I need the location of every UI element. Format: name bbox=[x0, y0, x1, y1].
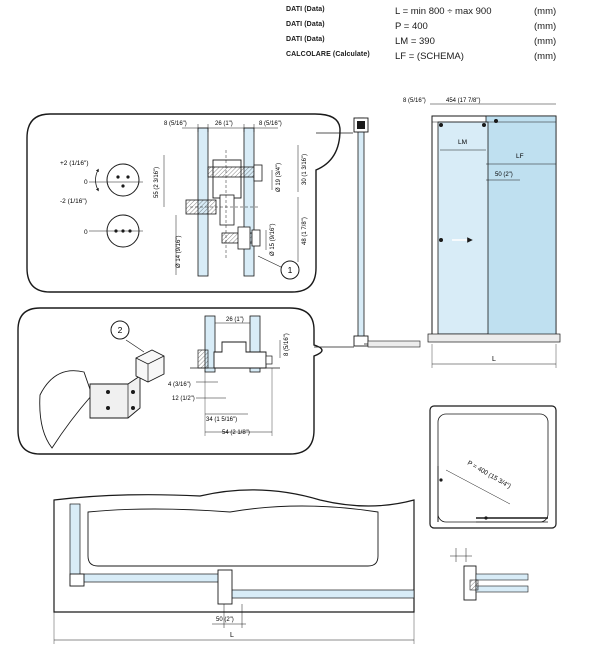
rotation-label: 0 bbox=[84, 229, 88, 236]
bracket-3d bbox=[39, 339, 165, 449]
dimension-label: 26 (1") bbox=[226, 317, 244, 323]
glass-panel bbox=[243, 127, 255, 277]
rotation-knob-upper bbox=[89, 163, 143, 197]
dimension-label: LF bbox=[516, 153, 524, 160]
rotation-label: +2 (1/16") bbox=[60, 160, 89, 167]
dimension-label: 12 (1/2") bbox=[172, 396, 195, 402]
dimension-label: P = 400 (15 3/4") bbox=[466, 460, 512, 491]
spec-unit: (mm) bbox=[534, 21, 557, 32]
callout-circle bbox=[280, 260, 300, 280]
dimension-label: LM bbox=[458, 139, 467, 146]
callout-number: 2 bbox=[118, 325, 123, 335]
glass-panel bbox=[204, 315, 216, 373]
spec-unit: (mm) bbox=[534, 51, 557, 62]
spec-unit: (mm) bbox=[534, 36, 557, 47]
spec-label: DATI (Data) bbox=[286, 21, 325, 28]
spec-label: DATI (Data) bbox=[286, 36, 325, 43]
dimension-label: 30 (1 3/16") bbox=[302, 154, 308, 185]
glass-panel bbox=[223, 589, 415, 599]
spec-formula: LM = 390 bbox=[395, 36, 435, 47]
dimension-label: Ø 19 (3/4") bbox=[276, 163, 282, 192]
dimension-label: 50 (2") bbox=[495, 172, 513, 178]
bottom-plan: 50 (2") L bbox=[53, 489, 415, 644]
dimension-label: 54 (2 1/8") bbox=[222, 430, 250, 436]
callout-number: 1 bbox=[288, 265, 293, 275]
dimension-label: 50 (2") bbox=[216, 617, 234, 623]
dimension-label: 34 (1 5/16") bbox=[206, 417, 237, 423]
detail-1-panel: +2 (1/16") 0 -2 (1/16") 0 8 (5/16") 26 (… bbox=[26, 113, 353, 293]
corner-detail bbox=[450, 548, 529, 601]
side-profile bbox=[353, 117, 421, 348]
glass-panel bbox=[79, 573, 231, 583]
spec-formula: LF = (SCHEMA) bbox=[395, 51, 464, 62]
spec-label: CALCOLARE (Calculate) bbox=[286, 51, 370, 58]
dimension-label: Ø 14 (9/16") bbox=[176, 236, 182, 268]
detail-2-frame bbox=[17, 307, 323, 455]
detail-2-panel: 2 26 (1") 8 (5/16") 4 (3/16") 12 (1/2") … bbox=[17, 307, 354, 455]
dimension-label: 48 (1 7/8") bbox=[302, 217, 308, 245]
dimension-label: 8 (5/16") bbox=[284, 333, 290, 356]
hinge-mechanism bbox=[185, 150, 263, 260]
fixed-glass-panel bbox=[485, 115, 557, 341]
plan-view: P = 400 (15 3/4") bbox=[429, 405, 557, 529]
spec-formula: P = 400 bbox=[395, 21, 428, 32]
callout-circle bbox=[110, 320, 130, 340]
dimension-label: L bbox=[230, 632, 234, 639]
detail-1-frame bbox=[26, 113, 341, 293]
dimension-label: 26 (1") bbox=[215, 121, 233, 127]
dimension-label: 4 (3/16") bbox=[168, 382, 191, 388]
rotation-label: -2 (1/16") bbox=[60, 198, 87, 205]
dimension-label: 8 (5/16") bbox=[259, 121, 282, 127]
spec-label: DATI (Data) bbox=[286, 6, 325, 13]
dimension-label: 8 (5/16") bbox=[403, 98, 426, 104]
spec-table: DATI (Data) L = min 800 ÷ max 900 (mm) D… bbox=[0, 0, 600, 75]
dimension-label: 454 (17 7/8") bbox=[446, 98, 481, 104]
rotation-label: 0 bbox=[84, 179, 88, 186]
rotation-knob-lower bbox=[89, 214, 143, 248]
spec-unit: (mm) bbox=[534, 6, 557, 17]
dimension-label: 55 (2 3/16") bbox=[154, 167, 160, 198]
dimension-label: L bbox=[492, 356, 496, 363]
glass-panel bbox=[249, 315, 261, 373]
dimension-label: 8 (5/16") bbox=[164, 121, 187, 127]
dimension-label: Ø 15 (9/16") bbox=[270, 224, 276, 256]
front-elevation: 8 (5/16") 454 (17 7/8") LM LF 50 (2") L bbox=[403, 98, 561, 368]
sliding-glass-panel bbox=[437, 121, 489, 335]
spec-formula: L = min 800 ÷ max 900 bbox=[395, 6, 492, 17]
bracket-section bbox=[190, 341, 280, 369]
